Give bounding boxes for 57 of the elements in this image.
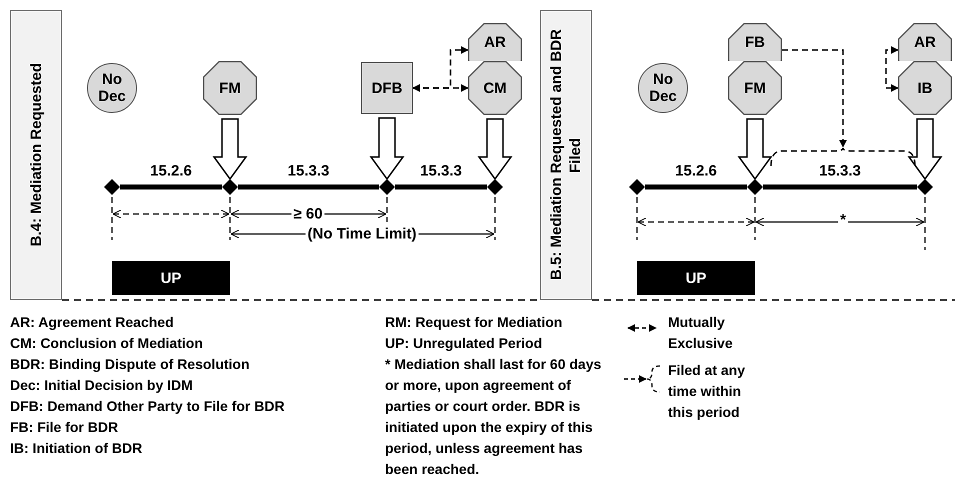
- block-arrow: [370, 117, 404, 180]
- event-octagon: [728, 23, 782, 61]
- timeline-segment: [120, 184, 222, 190]
- event-octagon: [898, 23, 952, 61]
- abbreviation-text: Dec: Initial Decision by IDM: [10, 376, 194, 395]
- timeline-segment: [645, 184, 747, 190]
- legend-label: Mutually Exclusive: [668, 313, 734, 353]
- node-label: AR: [484, 34, 506, 50]
- legend-label: Filed at any time within this period: [668, 361, 746, 422]
- node-label: No Dec: [648, 71, 678, 105]
- event-circle: [638, 63, 688, 113]
- dashed-arrow: [412, 84, 469, 92]
- node-label: UP: [686, 270, 706, 286]
- abbreviation-text: CM: Conclusion of Mediation: [10, 334, 204, 353]
- panel-label: [10, 10, 62, 300]
- event-octagon: [203, 61, 257, 115]
- node-label: DFB: [372, 80, 402, 96]
- event-octagon: [728, 61, 782, 115]
- node-label: AR: [914, 34, 936, 50]
- node-label: FM: [744, 80, 766, 96]
- period-bar: [112, 261, 230, 295]
- abbreviation-text: FB: File for BDR: [10, 418, 120, 437]
- event-circle: [87, 63, 137, 113]
- event-box: [361, 62, 413, 114]
- node-label: CM: [483, 80, 507, 96]
- node-label: B.4: Mediation Requested: [26, 63, 46, 247]
- event-octagon: [468, 61, 522, 115]
- panel-label: [540, 10, 592, 300]
- node-label: IB: [918, 80, 932, 96]
- period-bar: [637, 261, 755, 295]
- event-octagon: [898, 61, 952, 115]
- timeline-segment: [395, 184, 487, 190]
- node-label: FM: [219, 80, 241, 96]
- dimension-label: (No Time Limit): [306, 226, 418, 242]
- abbreviation-text: UP: Unregulated Period: [385, 334, 544, 353]
- block-arrow: [738, 118, 772, 180]
- abbreviation-text: AR: Agreement Reached: [10, 313, 175, 332]
- brace: [770, 150, 916, 166]
- timeline-segment: [763, 184, 917, 190]
- abbreviation-text: DFB: Demand Other Party to File for BDR: [10, 397, 286, 416]
- event-octagon: [468, 23, 522, 61]
- footnote-text: * Mediation shall last for 60 days or more, upon agreement of parties or court order. BDR is initiated upon the expiry of this period, unless agreement has been reached.: [385, 355, 602, 479]
- node-label: FB: [745, 34, 765, 50]
- block-arrow: [478, 118, 512, 180]
- dashed-arrow: [885, 46, 899, 92]
- timeline-diamond: [629, 179, 645, 195]
- abbreviation-text: RM: Request for Mediation: [385, 313, 564, 332]
- timeline-segment: [238, 184, 379, 190]
- node-label: No Dec: [97, 71, 127, 105]
- node-label: UP: [160, 270, 182, 286]
- dashed-arrow: [782, 49, 847, 148]
- timeline-diamond: [104, 179, 120, 195]
- block-arrow: [908, 118, 942, 180]
- abbreviation-text: IB: Initiation of BDR: [10, 439, 144, 458]
- block-arrow: [212, 118, 248, 180]
- node-label: B.5: Mediation Requested and BDR Filed: [547, 28, 585, 282]
- abbreviation-text: BDR: Binding Dispute of Resolution: [10, 355, 251, 374]
